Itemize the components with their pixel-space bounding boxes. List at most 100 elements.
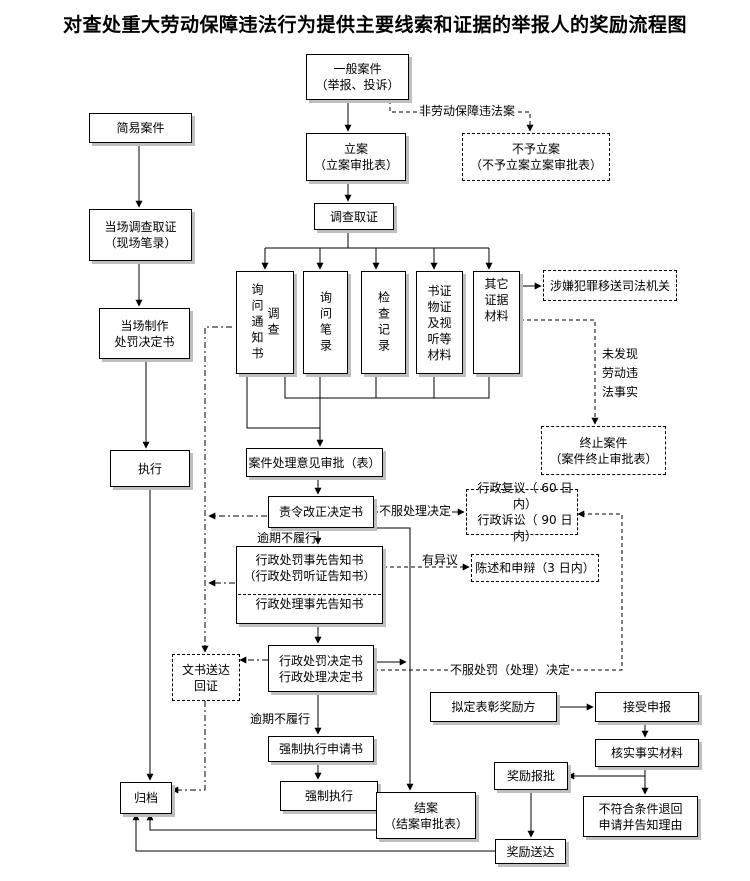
node-not-qualified: 不符合条件退回 申请并告知理由 [583, 796, 698, 837]
edge-close-to-archive [146, 813, 376, 831]
node-inquiry-notice-row: 调查 询问通知书 [250, 283, 280, 363]
label-objection: 有异议 [422, 553, 459, 567]
node-documentary-evidence-l1: 书证 [427, 283, 452, 298]
node-statement-defense-line1: 陈述和申辩（3 日内） [475, 561, 595, 575]
label-overdue-1: 逾期不履行 [257, 531, 318, 545]
edge-gather-left [246, 374, 320, 429]
node-penalty-notice-line1: 行政处罚事先告知书 [255, 553, 364, 567]
label-not-accept-penalty: 不服处罚（处理）决定 [449, 663, 572, 677]
node-draft-reward: 拟定表彰奖励方 [430, 692, 557, 722]
node-inquiry-notice-side: 调查 [266, 306, 280, 339]
node-inspection-record-text: 检查记录 [376, 290, 391, 355]
node-simple-case-line1: 简易案件 [116, 121, 165, 135]
label-not-accept-decision: 不服处理决定 [378, 504, 453, 518]
node-investigate: 调查取证 [314, 203, 394, 230]
node-terminate-case: 终止案件 （案件终止审批表） [541, 426, 666, 475]
node-file-case-line1: 立案 [343, 142, 368, 156]
node-other-evidence: 其它 证据 材料 [473, 271, 520, 374]
node-document-delivery-line1: 文书送达 [181, 662, 230, 677]
node-inquiry-record: 询问笔录 [303, 271, 348, 374]
edge-other-to-terminate [520, 319, 599, 425]
node-receive-report: 接受申报 [595, 692, 699, 722]
node-not-qualified-line1: 不符合条件退回 [598, 801, 683, 816]
node-reward-approval-line1: 奖励报批 [506, 769, 555, 783]
node-terminate-case-line1: 终止案件 [579, 435, 628, 450]
node-inspection-record: 检查记录 [361, 271, 406, 374]
node-no-file-line2: （不予立案立案审批表） [469, 158, 602, 172]
node-archive: 归档 [120, 782, 172, 814]
node-file-case: 立案 （立案审批表） [306, 133, 406, 181]
node-other-evidence-l1: 其它 [484, 277, 509, 291]
node-document-delivery-line2: 回证 [193, 678, 218, 693]
node-penalty-decision-line2: 行政处理决定书 [278, 669, 363, 684]
node-simple-case: 简易案件 [89, 113, 192, 143]
node-execute-left-line1: 执行 [137, 461, 162, 476]
node-no-file: 不予立案 （不予立案立案审批表） [462, 133, 610, 181]
node-onsite-decision-line1: 当场制作 [120, 318, 169, 333]
node-onsite-investigation-line1: 当场调查取证 [104, 220, 177, 234]
node-transfer-judicial: 涉嫌犯罪移送司法机关 [543, 270, 677, 301]
node-other-evidence-l2: 证据 [484, 293, 509, 307]
label-overdue-2: 逾期不履行 [250, 712, 311, 726]
node-review-litigation-line2: 行政诉讼（ 90 日内） [477, 513, 573, 543]
node-transfer-judicial-line1: 涉嫌犯罪移送司法机关 [549, 278, 670, 293]
node-verify-facts-line1: 核实事实材料 [610, 746, 683, 760]
node-case-opinion: 案件处理意见审批（表） [246, 448, 383, 477]
node-receive-report-line1: 接受申报 [622, 700, 671, 714]
node-rectification-order-line1: 责令改正决定书 [278, 505, 363, 519]
edge-gather-inner [284, 374, 490, 399]
node-forced-execution: 强制执行 [280, 781, 378, 811]
node-onsite-investigation-line2: （现场笔录） [104, 236, 177, 250]
node-close-case-line1: 结案 [413, 800, 438, 815]
node-reward-delivery: 奖励送达 [495, 839, 566, 864]
node-not-qualified-line2: 申请并告知理由 [598, 817, 683, 832]
node-draft-reward-line1: 拟定表彰奖励方 [451, 700, 536, 714]
label-non-violation: 非劳动保障违法案 [418, 104, 517, 118]
node-documentary-evidence: 书证 物证 及视 听等 材料 [416, 271, 463, 374]
edge-verify-to-approval [567, 767, 646, 780]
node-other-evidence-l3: 材料 [484, 309, 509, 323]
node-no-file-line1: 不予立案 [511, 142, 560, 156]
node-close-case: 结案 （结案审批表） [376, 792, 476, 839]
node-rectification-order: 责令改正决定书 [268, 496, 374, 528]
node-onsite-decision-line2: 处罚决定书 [114, 334, 175, 349]
edge-delivery-to-archive [171, 701, 206, 794]
node-enforcement-application: 强制执行申请书 [268, 736, 374, 762]
edge-inquiry-to-delivery [201, 326, 232, 653]
node-penalty-notice-line2: （行政处罚听证告知书） [243, 569, 376, 583]
node-penalty-notice-line3: 行政处理事先告知书 [255, 597, 364, 611]
node-reward-delivery-line1: 奖励送达 [506, 844, 555, 859]
node-file-case-line2: （立案审批表） [313, 158, 398, 172]
node-statement-defense: 陈述和申辩（3 日内） [471, 554, 599, 582]
node-enforcement-application-line1: 强制执行申请书 [278, 742, 363, 756]
edge-decision-to-review [374, 510, 623, 671]
edge-order-to-close [374, 527, 414, 791]
node-close-case-line2: （结案审批表） [383, 816, 468, 831]
chart-title: 对查处重大劳动保障违法行为提供主要线索和证据的举报人的奖励流程图 [62, 14, 687, 36]
node-review-litigation-line1: 行政复议（ 60 日内） [477, 481, 573, 511]
node-archive-line1: 归档 [133, 791, 158, 805]
node-penalty-decision-line1: 行政处罚决定书 [278, 653, 363, 668]
node-reward-approval: 奖励报批 [494, 762, 568, 790]
node-document-delivery: 文书送达 回证 [172, 654, 240, 701]
node-forced-execution-line1: 强制执行 [304, 789, 353, 803]
node-verify-facts: 核实事实材料 [595, 739, 699, 767]
node-general-case: 一般案件 （举报、投诉） [306, 54, 409, 100]
node-documentary-evidence-l4: 听等 [427, 331, 452, 346]
label-no-violation-found: 未发现劳动违法事实 [602, 347, 639, 399]
node-documentary-evidence-l2: 物证 [427, 299, 452, 314]
node-terminate-case-line2: （案件终止审批表） [549, 451, 658, 466]
node-documentary-evidence-l5: 材料 [427, 347, 452, 362]
node-penalty-decision: 行政处罚决定书 行政处理决定书 [268, 645, 374, 692]
node-onsite-decision: 当场制作 处罚决定书 [99, 308, 190, 359]
node-review-litigation: 行政复议（ 60 日内） 行政诉讼（ 90 日内） [466, 481, 578, 543]
node-inquiry-notice-text: 询问通知书 [250, 282, 264, 363]
node-documentary-evidence-l3: 及视 [427, 315, 452, 330]
node-general-case-line1: 一般案件 [333, 62, 382, 76]
edge-general-to-nofile [389, 100, 534, 132]
node-penalty-notice: 行政处罚事先告知书 （行政处罚听证告知书） 行政处理事先告知书 [236, 546, 383, 624]
node-execute-left: 执行 [110, 450, 190, 487]
node-general-case-line2: （举报、投诉） [315, 78, 400, 92]
